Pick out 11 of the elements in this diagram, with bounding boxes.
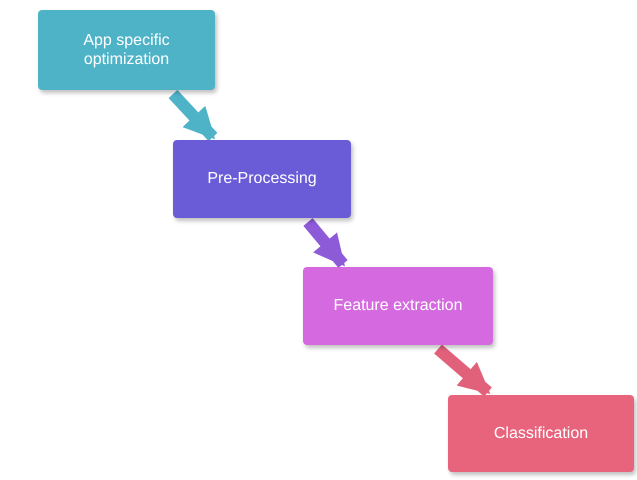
process-box — [448, 395, 634, 472]
arrow — [303, 218, 348, 268]
box-label: App specific optimization — [82, 30, 171, 70]
box-label: Classification — [494, 424, 588, 444]
box-label: Feature extraction — [334, 296, 462, 316]
process-box — [303, 267, 493, 345]
arrow — [434, 344, 492, 397]
process-box — [173, 140, 351, 218]
arrow — [168, 90, 218, 142]
process-box — [38, 10, 215, 90]
box-label: Pre-Processing — [207, 169, 317, 189]
